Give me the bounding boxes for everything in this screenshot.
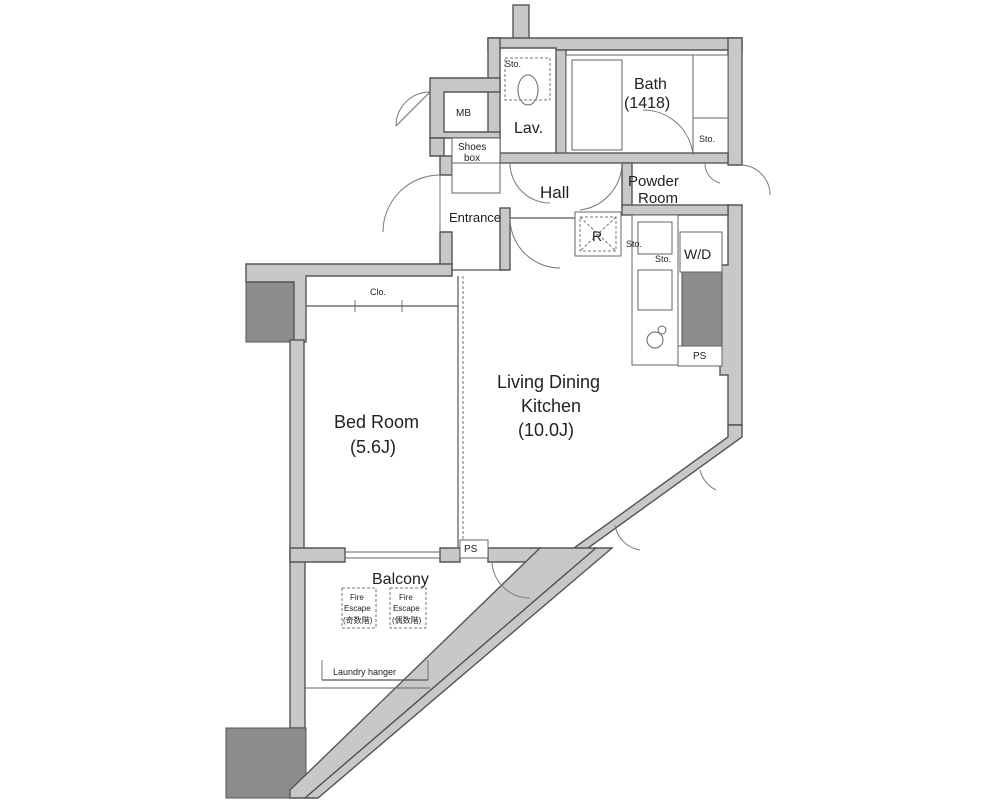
refrigerator-label: R bbox=[592, 228, 602, 244]
bath-size-label: (1418) bbox=[624, 95, 670, 112]
ldk-size-label: (10.0J) bbox=[518, 420, 574, 440]
fire-escape-even-line1: Fire bbox=[399, 593, 413, 602]
fire-escape-even-line3: (偶数階) bbox=[392, 615, 422, 625]
room-labels: Bath (1418) Lav. MB Shoes box Entrance H… bbox=[333, 76, 711, 677]
fire-escape-even-line2: Escape bbox=[393, 604, 420, 613]
laundry-hanger-label: Laundry hanger bbox=[333, 667, 396, 677]
shoes-box-label-1: Shoes bbox=[458, 142, 486, 153]
ldk-label-1: Living Dining bbox=[497, 372, 600, 392]
door-swings bbox=[382, 91, 771, 599]
ps-label-kitchen: PS bbox=[693, 351, 707, 362]
entrance-label: Entrance bbox=[449, 210, 501, 225]
ldk-label-2: Kitchen bbox=[521, 396, 581, 416]
closet-label: Clo. bbox=[370, 287, 386, 297]
storage-label-kitchen-1: Sto. bbox=[626, 239, 642, 249]
powder-room-label-2: Room bbox=[638, 190, 678, 207]
lav-label: Lav. bbox=[514, 120, 543, 137]
interior-partitions bbox=[305, 49, 729, 689]
bath-label: Bath bbox=[634, 76, 667, 93]
fire-escape-labels: Fire Escape (奇数階) Fire Escape (偶数階) bbox=[343, 593, 422, 625]
storage-label-bath: Sto. bbox=[699, 134, 715, 144]
powder-room-label-1: Powder bbox=[628, 173, 679, 190]
small-labels: Sto. Sto. Sto. Sto. Clo. PS PS bbox=[370, 59, 715, 555]
exterior-walls bbox=[225, 4, 743, 799]
bedroom-size-label: (5.6J) bbox=[350, 437, 396, 457]
storage-label-top: Sto. bbox=[505, 59, 521, 69]
ps-label-balcony: PS bbox=[464, 544, 478, 555]
hall-label: Hall bbox=[540, 183, 569, 202]
fire-escape-odd-line2: Escape bbox=[344, 604, 371, 613]
fire-escape-odd-line3: (奇数階) bbox=[343, 615, 373, 625]
fire-escape-odd bbox=[341, 587, 377, 629]
fire-escape-even bbox=[389, 587, 427, 629]
bedroom-label: Bed Room bbox=[334, 412, 419, 432]
wd-label: W/D bbox=[684, 246, 711, 262]
fire-escapes bbox=[341, 587, 427, 629]
balcony-label: Balcony bbox=[372, 571, 429, 588]
shoes-box-label-2: box bbox=[464, 153, 480, 164]
storage-label-kitchen-2: Sto. bbox=[655, 254, 671, 264]
mb-label: MB bbox=[456, 108, 471, 119]
fire-escape-odd-line1: Fire bbox=[350, 593, 364, 602]
